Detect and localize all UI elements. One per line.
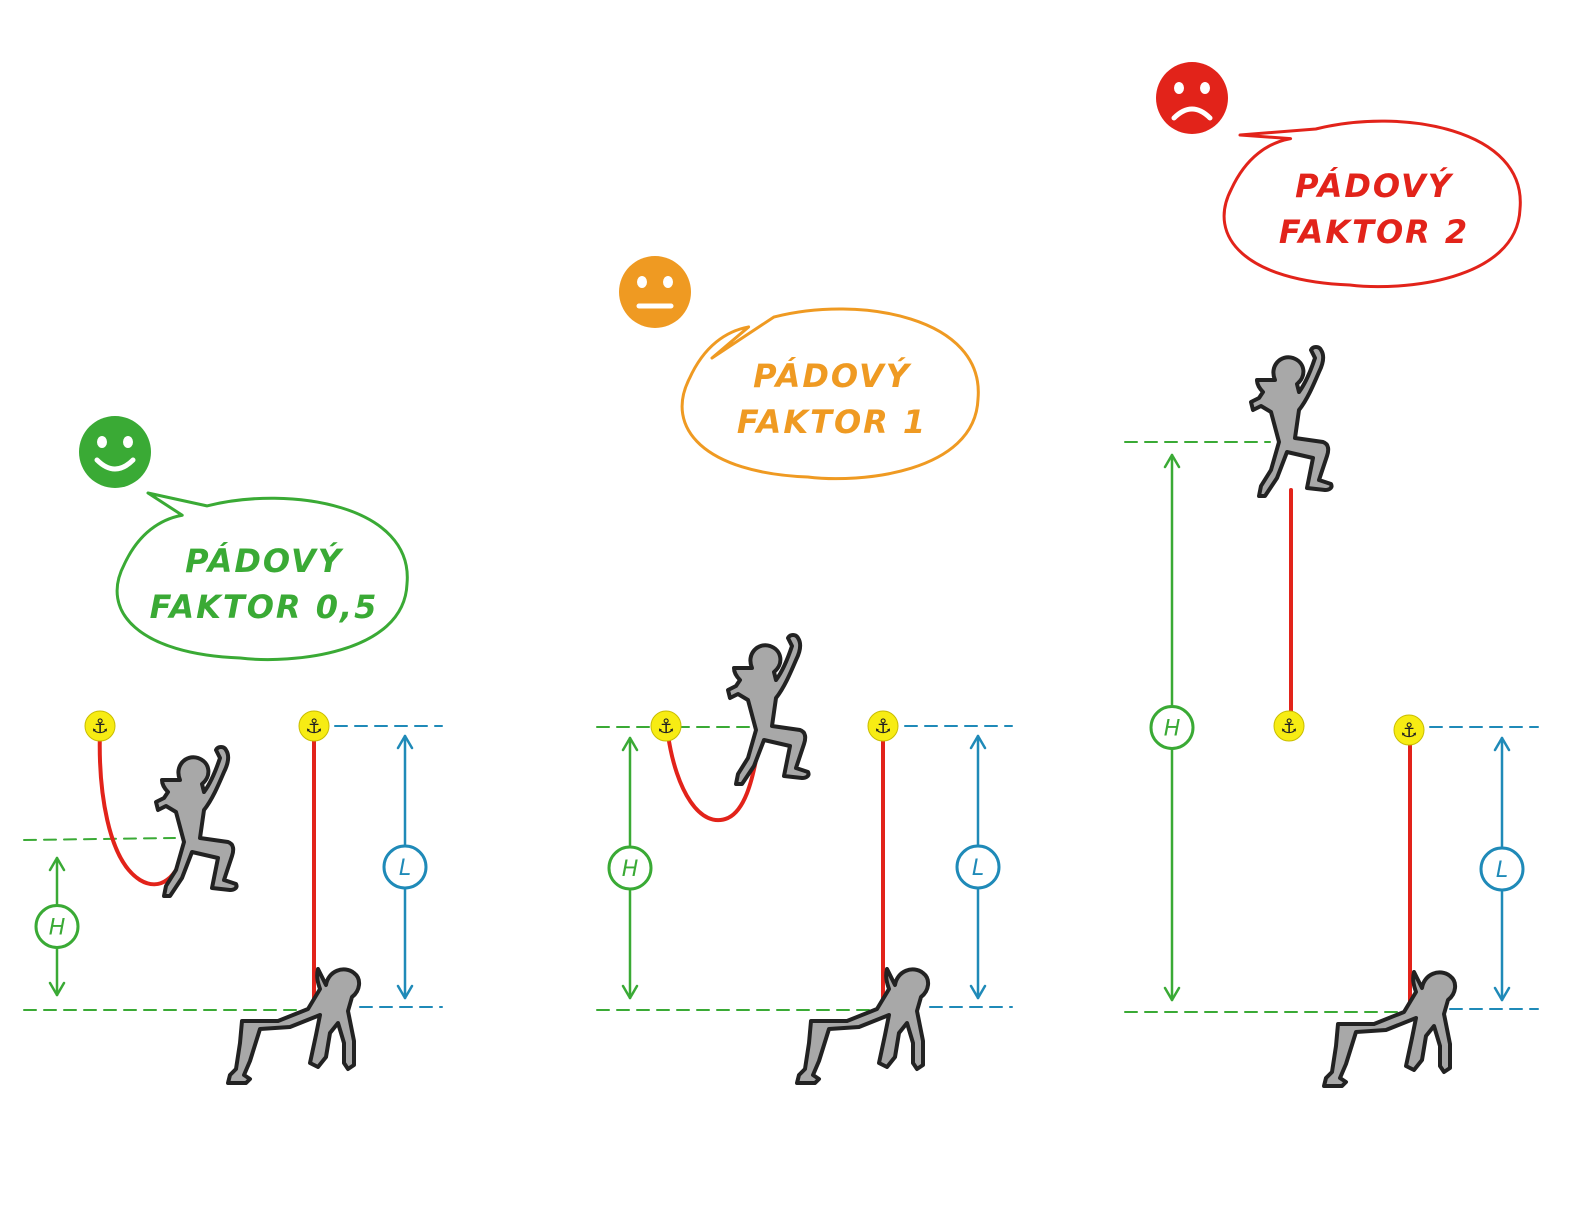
mouth (1171, 106, 1213, 121)
length-label: L (399, 856, 411, 881)
arrow-head (969, 734, 987, 750)
climbing-figure (726, 633, 811, 786)
height-dimension: H (1149, 453, 1195, 1002)
length-label-circle (955, 844, 1001, 890)
height-label: H (49, 916, 66, 941)
length-label: L (1496, 858, 1508, 883)
arrow-head (1493, 736, 1511, 752)
length-label-circle (1479, 846, 1525, 892)
anchor-glyph: ⚓ (1280, 714, 1298, 738)
right-eye (123, 436, 133, 448)
mouth (94, 457, 136, 472)
anchor-icon: ⚓ (867, 710, 899, 742)
slack-rope (666, 733, 758, 822)
anchor-glyph: ⚓ (1400, 718, 1418, 742)
speech-bubble: PÁDOVÝ FAKTOR 0,5 (115, 491, 409, 661)
arrow-head (48, 981, 66, 997)
falling-figure (1322, 970, 1458, 1088)
anchor-bolt (1273, 710, 1305, 742)
panel-factor-2: PÁDOVÝ FAKTOR 2 H ⚓ ⚓ L (1124, 62, 1539, 1088)
smiley-happy-icon (79, 416, 151, 488)
climbing-figure (1249, 345, 1334, 498)
height-label: H (622, 857, 639, 882)
arrow-head (621, 736, 639, 752)
bubble-outline (1222, 119, 1522, 289)
arrow-head (1163, 453, 1181, 469)
speech-bubble: PÁDOVÝ FAKTOR 2 (1222, 119, 1522, 289)
anchor-glyph: ⚓ (305, 714, 323, 738)
length-label: L (972, 856, 984, 881)
arrow-head (396, 734, 414, 750)
anchor-glyph: ⚓ (657, 714, 675, 738)
arrow-head (1163, 986, 1181, 1002)
anchor-glyph: ⚓ (874, 714, 892, 738)
right-eye (663, 276, 673, 288)
bubble-line-1: PÁDOVÝ (1295, 167, 1454, 205)
face (79, 416, 151, 488)
face (1156, 62, 1228, 134)
bubble-line-1: PÁDOVÝ (185, 542, 344, 580)
anchor-bolt (84, 710, 116, 742)
height-top-guide (23, 837, 176, 841)
anchor-bolt (1393, 714, 1425, 746)
right-eye (1200, 82, 1210, 94)
arrow-head (48, 856, 66, 872)
bubble-line-2: FAKTOR 0,5 (150, 588, 379, 626)
face (619, 256, 691, 328)
bubble-line-1: PÁDOVÝ (753, 357, 912, 395)
length-dimension: L (955, 734, 1001, 1000)
length-dimension: L (382, 734, 428, 1000)
bubble-line-2: FAKTOR 1 (737, 403, 927, 441)
left-eye (1174, 82, 1184, 94)
arrow-head (621, 984, 639, 1000)
height-label-circle (34, 904, 80, 949)
anchor-icon: ⚓ (84, 710, 116, 742)
bubble-outline (680, 307, 980, 481)
anchor-icon: ⚓ (298, 710, 330, 742)
length-label-circle (382, 844, 428, 890)
anchor-icon: ⚓ (650, 710, 682, 742)
falling-figure (795, 967, 931, 1085)
left-eye (97, 436, 107, 448)
bubble-outline (115, 491, 409, 661)
height-label: H (1164, 717, 1181, 742)
anchor-bolt (298, 710, 330, 742)
anchor-bolt (867, 710, 899, 742)
height-dimension: H (607, 736, 653, 1000)
anchor-glyph: ⚓ (91, 714, 109, 738)
speech-bubble: PÁDOVÝ FAKTOR 1 (680, 307, 980, 481)
height-label-circle (607, 845, 653, 891)
anchor-bolt (650, 710, 682, 742)
arrow-head (969, 984, 987, 1000)
smiley-neutral-icon (619, 256, 691, 328)
panel-factor-05: PÁDOVÝ FAKTOR 0,5H ⚓ ⚓ L (23, 416, 443, 1085)
bubble-line-2: FAKTOR 2 (1279, 213, 1469, 251)
anchor-icon: ⚓ (1393, 714, 1425, 746)
arrow-head (396, 984, 414, 1000)
height-dimension: H (34, 856, 80, 997)
climbing-figure (154, 745, 239, 898)
height-label-circle (1149, 705, 1195, 750)
length-dimension: L (1479, 736, 1525, 1002)
falling-figure (226, 967, 362, 1085)
arrow-head (1493, 986, 1511, 1002)
panel-factor-1: PÁDOVÝ FAKTOR 1 H ⚓ ⚓ L (596, 256, 1013, 1085)
anchor-icon: ⚓ (1273, 710, 1305, 742)
left-eye (637, 276, 647, 288)
